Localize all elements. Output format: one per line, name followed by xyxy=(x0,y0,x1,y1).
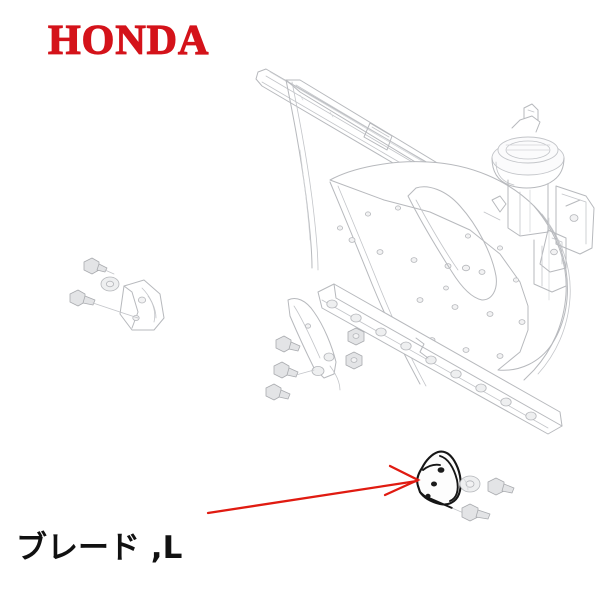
fastener-group-middle xyxy=(265,327,365,401)
bracket-left-upper-group xyxy=(119,279,165,331)
bolt-icon xyxy=(487,477,515,496)
nut-icon xyxy=(347,327,365,346)
bolt-icon xyxy=(69,289,139,319)
washer-icon xyxy=(100,276,120,292)
annotation-arrow xyxy=(206,464,421,515)
nut-icon xyxy=(345,351,363,370)
bolt-icon xyxy=(83,257,115,275)
frame-mount-group xyxy=(483,185,595,293)
skid-shoe-group xyxy=(287,298,341,391)
scraper-bar-group xyxy=(317,283,563,435)
bracket-left-highlighted-group xyxy=(416,450,467,515)
pivot-turntable-group xyxy=(491,103,565,237)
bolt-icon xyxy=(275,335,301,353)
bolt-icon xyxy=(265,383,291,401)
bolt-icon xyxy=(461,503,491,522)
fastener-group-upper-left xyxy=(69,257,139,319)
washer-icon xyxy=(459,475,481,493)
honda-brand-logo: HONDA xyxy=(47,18,210,64)
bolt-icon xyxy=(273,361,315,379)
fastener-group-highlighted xyxy=(459,475,515,522)
part-caption-label: ブレード ,L xyxy=(16,530,183,566)
